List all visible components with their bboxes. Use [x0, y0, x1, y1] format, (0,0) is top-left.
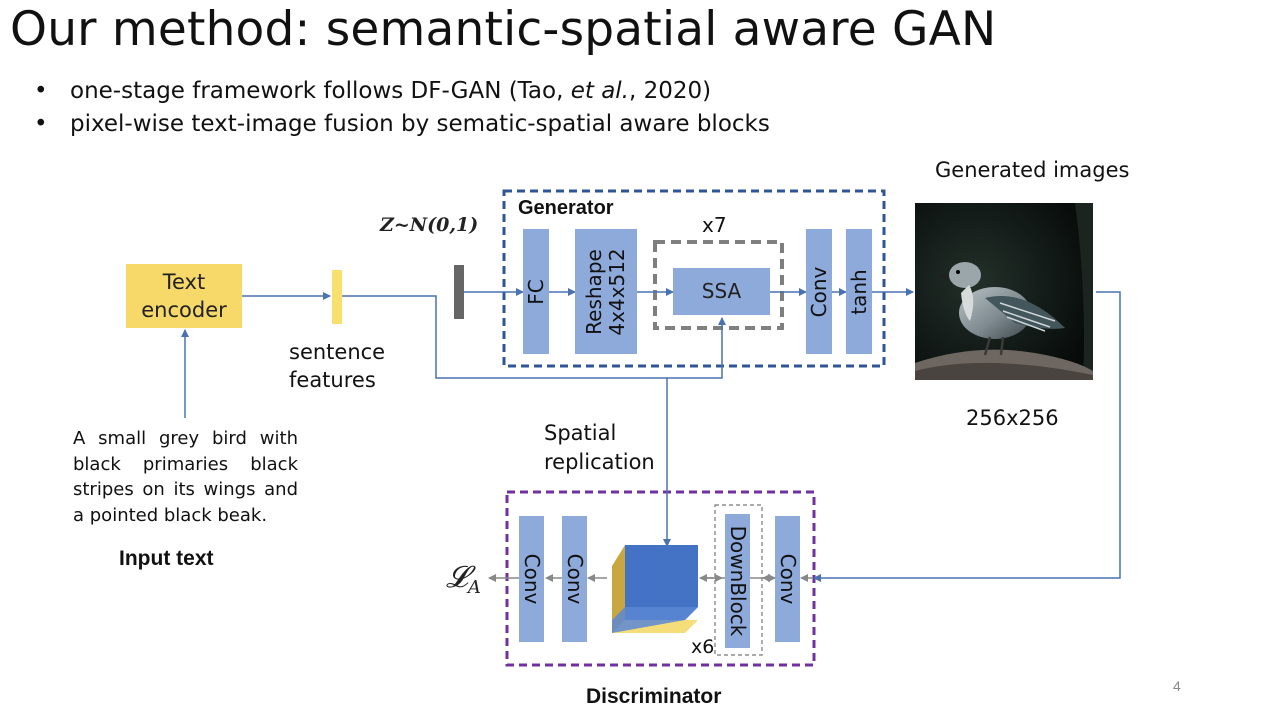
- text-encoder-line2: encoder: [141, 298, 227, 322]
- reshape-block: Reshape 4x4x512: [575, 229, 637, 354]
- bullet-1-text: one-stage framework follows DF-GAN (Tao,…: [70, 78, 712, 104]
- downblock-label: DownBlock: [725, 525, 750, 637]
- downblock-block: DownBlock: [725, 514, 750, 648]
- discriminator-label: Discriminator: [586, 685, 722, 708]
- input-text-label: Input text: [119, 547, 214, 570]
- fc-label: FC: [524, 278, 548, 305]
- noise-bar: [454, 265, 464, 319]
- generator-frame: [502, 189, 886, 368]
- disc-conv1-block: Conv: [519, 516, 544, 642]
- sentence-features-label: sentence features: [289, 340, 386, 392]
- discriminator-repeat-label: x6: [691, 636, 715, 658]
- page-number: 4: [1173, 678, 1181, 694]
- generator-label: Generator: [518, 197, 614, 219]
- spatial-replication-label: Spatial replication: [544, 421, 655, 474]
- disc-conv1-label: Conv: [519, 553, 544, 605]
- sentence-feature-bar: [332, 270, 342, 324]
- generator-repeat-label: x7: [702, 213, 727, 237]
- disc-conv3-block: Conv: [775, 516, 800, 642]
- loss-label: 𝓛A: [446, 560, 481, 598]
- bullet-dot: •: [34, 111, 48, 137]
- disc-conv3-label: Conv: [775, 553, 800, 605]
- text-encoder-block: Text encoder: [126, 264, 242, 328]
- noise-label: Z~N(0,1): [380, 214, 479, 236]
- feature-cube: [612, 545, 698, 633]
- tanh-block: tanh: [846, 229, 872, 354]
- generated-images-label: Generated images: [935, 158, 1130, 182]
- disc-conv2-label: Conv: [562, 553, 587, 605]
- tanh-label: tanh: [847, 268, 871, 315]
- input-text-description: A small grey bird with black primaries b…: [73, 428, 298, 526]
- bird-picture: [915, 203, 1093, 380]
- reshape-label: Reshape 4x4x512: [582, 247, 629, 336]
- ssa-label: SSA: [701, 279, 742, 303]
- generated-bird-image: [915, 203, 1093, 380]
- text-encoder-line1: Text: [162, 270, 206, 294]
- ssa-repeat-frame: [653, 240, 784, 330]
- fc-block: FC: [523, 229, 549, 354]
- ssa-block: SSA: [673, 268, 770, 315]
- bullet-2-text: pixel-wise text-image fusion by sematic-…: [70, 111, 770, 137]
- slide-title: Our method: semantic-spatial aware GAN: [10, 2, 997, 57]
- disc-conv2-block: Conv: [562, 516, 587, 642]
- generator-conv-label: Conv: [807, 266, 831, 317]
- image-size-label: 256x256: [966, 406, 1059, 430]
- bullet-dot: •: [34, 78, 48, 104]
- generator-conv-block: Conv: [806, 229, 832, 354]
